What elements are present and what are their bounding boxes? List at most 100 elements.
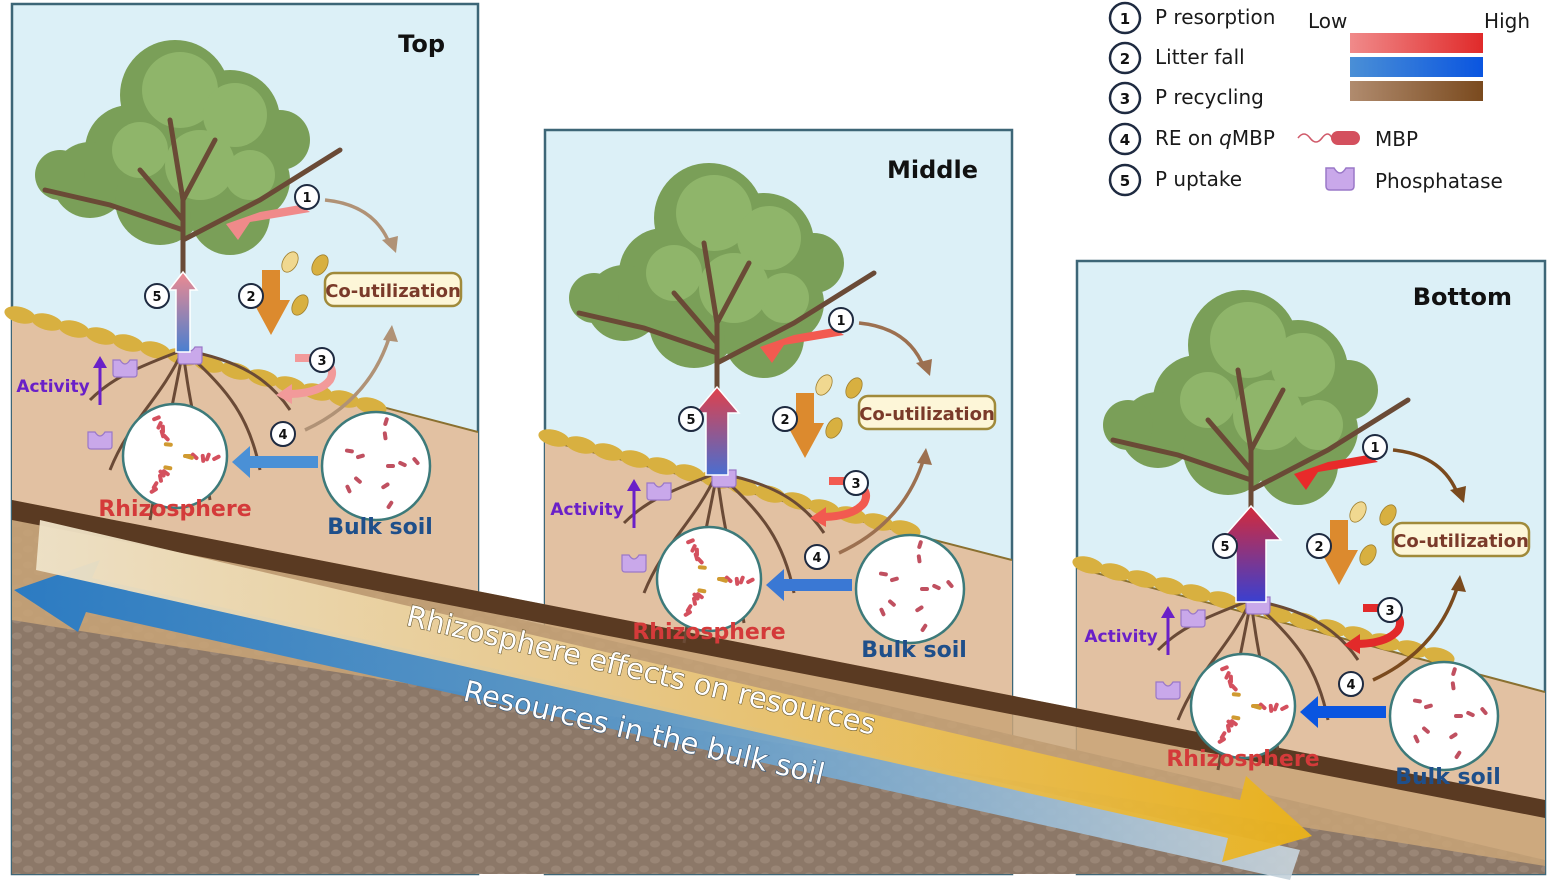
mbp-bacterium-icon [916, 554, 922, 564]
mbp-bacterium-icon [917, 540, 923, 550]
mbp-bacterium-icon [200, 453, 206, 463]
mbp-bacterium-icon [152, 415, 161, 422]
mbp-bacterium-icon [1454, 750, 1462, 759]
mbp-bacterium-icon [1231, 692, 1241, 697]
mbp-bacterium-icon [381, 482, 390, 490]
mbp-bacterium-icon [163, 465, 173, 471]
marker-3-icon: 3 [309, 347, 335, 373]
marker-2-icon: 2 [772, 406, 798, 432]
leaf-icon [1379, 504, 1397, 526]
bulk-soil-label: Bulk soil [327, 515, 433, 540]
marker-4-icon: 4 [804, 544, 830, 570]
co-utilization-arrow-icon [1372, 584, 1460, 682]
mbp-bacterium-icon [382, 431, 388, 441]
mbp-bacterium-icon [1450, 681, 1456, 691]
co-utilization-label: Co-utilization [325, 281, 461, 302]
mbp-bacterium-icon [1230, 683, 1238, 692]
mbp-bacterium-icon [190, 452, 199, 461]
legend-label: P resorption [1155, 5, 1275, 29]
mbp-bacterium-icon [412, 457, 420, 466]
panel-title-middle: Middle [887, 156, 978, 184]
mbp-bacterium-icon [1466, 710, 1475, 718]
mbp-bacterium-icon [204, 452, 211, 462]
litter-fall-arrow-icon [786, 393, 824, 458]
bulk-soil-microbe-circle [854, 533, 966, 645]
mbp-bacterium-icon [212, 454, 221, 461]
phosphatase-icon [112, 359, 138, 378]
marker-1-icon: 1 [1362, 434, 1388, 460]
svg-text:5: 5 [1120, 172, 1130, 190]
co-utilization-arrow-icon [324, 198, 392, 246]
mbp-bacterium-icon [920, 623, 928, 632]
mbp-bacterium-icon [1449, 732, 1458, 740]
marker-4-icon [1108, 122, 1142, 156]
mbp-bacterium-icon [888, 599, 896, 607]
mbp-bacterium-icon [354, 476, 362, 484]
p-uptake-arrow-icon [167, 270, 199, 353]
activity-label: Activity [550, 500, 623, 520]
mbp-bacterium-icon [1268, 703, 1274, 713]
leaf-icon [1359, 544, 1377, 566]
marker-3-number: 3 [1385, 604, 1394, 619]
svg-text:2: 2 [1120, 50, 1130, 68]
phosphatase-icon [1155, 681, 1181, 700]
co-utilization-box: Co-utilization [1391, 521, 1531, 558]
rhizosphere-microbe-circle [655, 525, 763, 633]
marker-5-icon: 5 [144, 283, 170, 309]
tree-icon [1103, 290, 1411, 543]
rhizosphere-label: Rhizosphere [1166, 747, 1319, 772]
legend-item-3: 3 P recycling [1108, 81, 1264, 115]
mbp-bacterium-icon [1258, 702, 1267, 711]
phosphatase-icon [646, 482, 672, 501]
panel-title-bottom: Bottom [1413, 283, 1512, 311]
co-utilization-arrow-icon [858, 321, 926, 369]
mbp-bacterium-icon [696, 556, 704, 565]
bulk-resources-arrow [14, 560, 1300, 880]
legend-item-2: 2 Litter fall [1108, 41, 1245, 75]
tree-icon [35, 40, 343, 293]
activity-label: Activity [1084, 627, 1157, 647]
marker-1-icon: 1 [294, 184, 320, 210]
legend-label: Litter fall [1155, 45, 1245, 69]
mbp-bacterium-icon [1413, 734, 1420, 744]
bulk-soil-label: Bulk soil [1395, 765, 1501, 790]
mbp-bacterium-icon [156, 421, 163, 430]
scale-low-label: Low [1308, 9, 1347, 33]
mbp-bacterium-icon [920, 587, 929, 591]
mbp-bacterium-icon [1480, 707, 1488, 716]
marker-5-icon: 5 [678, 406, 704, 432]
mbp-bacterium-icon [1253, 704, 1262, 710]
leaf-icon [815, 374, 833, 396]
resorption-arrow-icon [1294, 455, 1378, 490]
legend-label: P recycling [1155, 85, 1264, 109]
phosphatase-icon [1180, 609, 1206, 628]
mbp-bacterium-icon [1422, 726, 1430, 734]
leaf-icon [825, 417, 843, 439]
mbp-bacterium-icon [185, 454, 194, 460]
marker-2-icon [1108, 41, 1142, 75]
marker-4-number: 4 [1346, 678, 1355, 693]
leaf-icon [1349, 501, 1367, 523]
mbp-bacterium-icon [386, 464, 395, 468]
mbp-bacterium-icon [692, 592, 700, 601]
mbp-bacterium-icon [1272, 702, 1279, 712]
rhizosphere-effect-arrow-icon [766, 569, 852, 601]
mbp-bacterium-icon [734, 576, 740, 586]
mbp-bacterium-icon [1454, 714, 1463, 718]
mbp-bacterium-icon [1217, 737, 1226, 744]
mbp-bacterium-icon [386, 500, 394, 509]
marker-5-number: 5 [152, 290, 161, 305]
marker-2-number: 2 [780, 413, 789, 428]
mbp-bacterium-icon [1280, 704, 1289, 711]
marker-2-number: 2 [1314, 540, 1323, 555]
leaf-icon [281, 251, 299, 273]
svg-text:4: 4 [1120, 131, 1130, 149]
marker-1-number: 1 [302, 191, 311, 206]
mbp-bacterium-icon [1412, 698, 1422, 704]
leaf-icon [845, 377, 863, 399]
co-utilization-box: Co-utilization [323, 271, 463, 308]
marker-4-icon: 4 [270, 421, 296, 447]
marker-2-number: 2 [246, 290, 255, 305]
